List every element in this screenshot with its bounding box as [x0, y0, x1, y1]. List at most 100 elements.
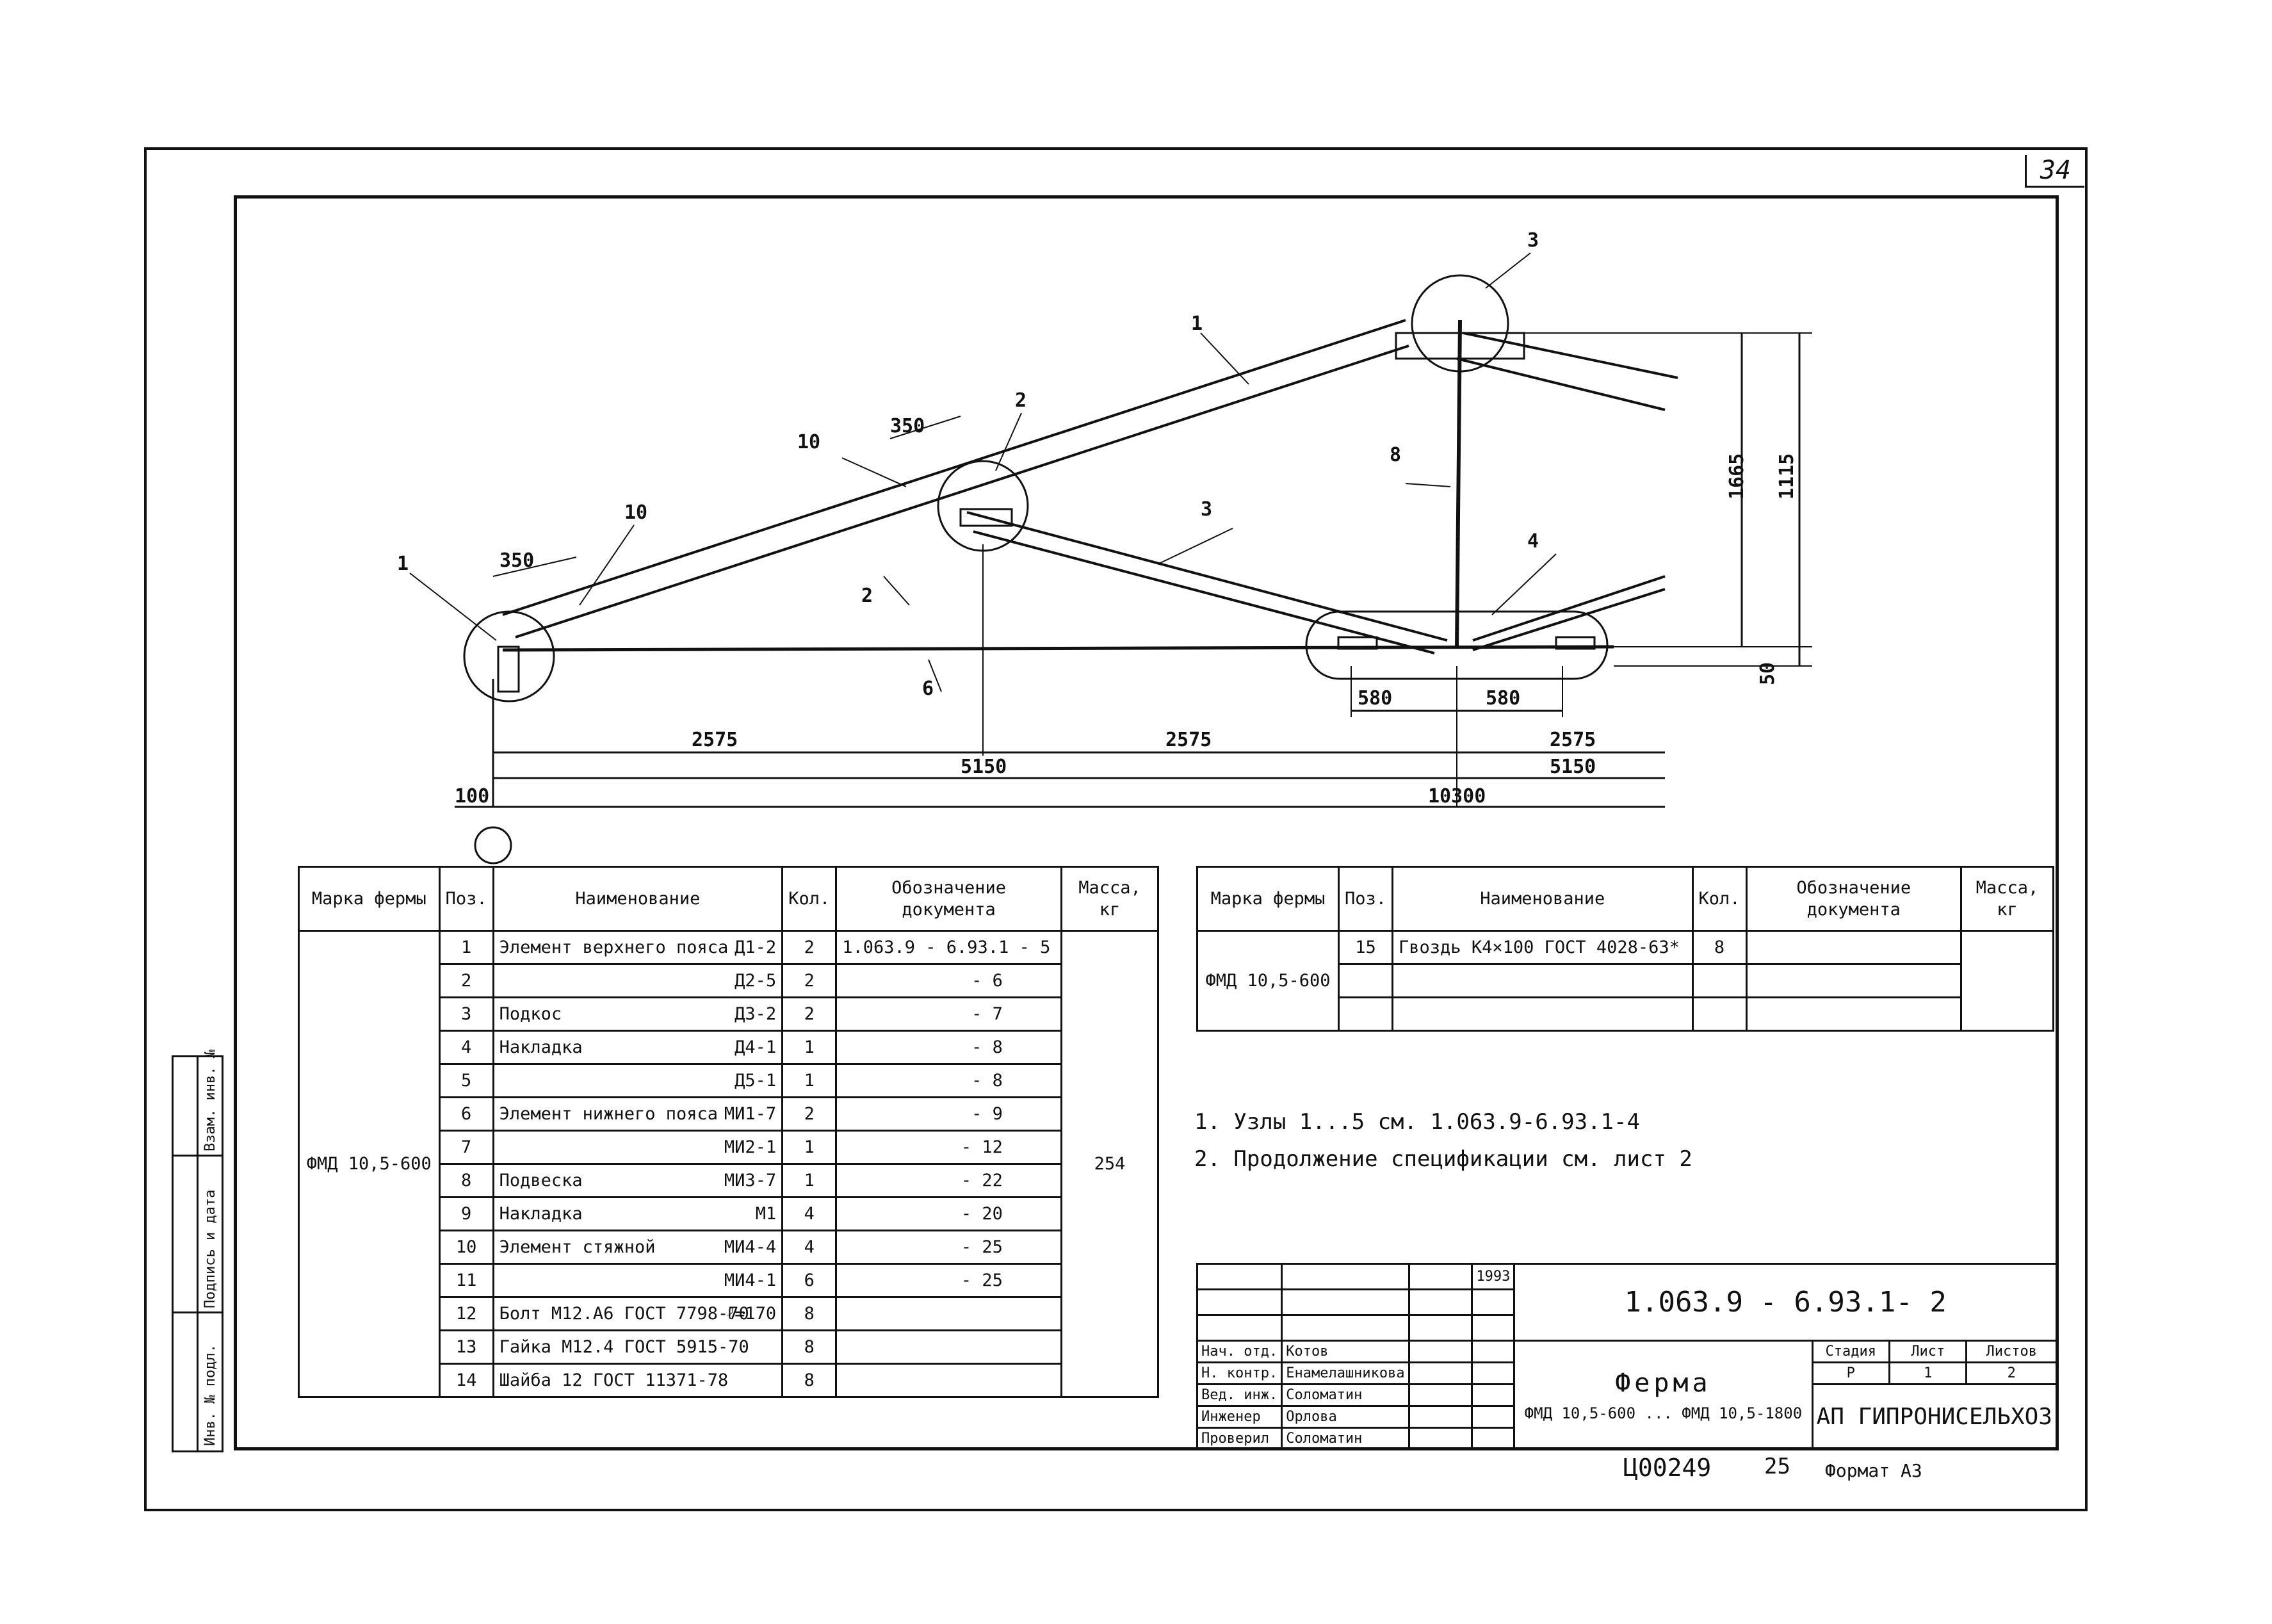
note-1: 1. Узлы 1...5 см. 1.063.9-6.93.1-4	[1194, 1109, 1640, 1135]
row-doc: - 22	[835, 1163, 1062, 1198]
sheet-header: Лист	[1888, 1340, 1968, 1363]
row-doc	[835, 1363, 1062, 1398]
format-label: Формат А3	[1825, 1460, 1922, 1481]
row-doc: - 8	[835, 1063, 1062, 1098]
dim-350-right: 350	[890, 415, 925, 437]
row-qty: 1	[781, 1163, 838, 1198]
row-name: МИ3-7 Подвеска	[492, 1163, 784, 1198]
staff-role: Инженер	[1196, 1405, 1283, 1429]
organization: АП ГИПРОНИСЕЛЬХОЗ	[1811, 1383, 2058, 1450]
col-header-doc: Обозначение документа	[835, 866, 1062, 932]
row-code: МИ4-4	[724, 1237, 777, 1257]
row-qty: 8	[781, 1363, 838, 1398]
row-name: МИ2-1	[492, 1130, 784, 1165]
row-qty: 2	[781, 963, 838, 998]
row-code: МИ4-1	[724, 1271, 777, 1290]
row-doc: - 9	[835, 1096, 1062, 1132]
inner-frame	[234, 195, 2059, 1450]
col-header-doc: Обозначение документа	[1745, 866, 1962, 932]
sheet-value: 1	[1888, 1361, 1968, 1385]
stamp-inv: Инв. № подл.	[202, 1344, 218, 1446]
note-2: 2. Продолжение спецификации см. лист 2	[1194, 1146, 1692, 1172]
top-chord-line	[515, 345, 1409, 638]
row-name: Гвоздь К4×100 ГОСТ 4028-63*	[1392, 930, 1694, 965]
row-pos: 3	[438, 996, 494, 1032]
table-row	[1197, 963, 2054, 998]
col-header-mark: Марка фермы	[1196, 866, 1340, 932]
row-doc: - 6	[835, 963, 1062, 998]
dim-10300: 10300	[1428, 785, 1486, 808]
year: 1993	[1471, 1263, 1516, 1290]
row-doc: - 8	[835, 1030, 1062, 1065]
callout-1: 1	[1191, 313, 1203, 335]
spec-table-extra: Марка фермы Поз. Наименование Кол. Обозн…	[1196, 866, 2055, 1032]
row-pos: 10	[438, 1230, 494, 1265]
col-header-qty: Кол.	[781, 866, 838, 932]
row-qty: 2	[781, 930, 838, 965]
row-mass	[1960, 930, 2055, 1032]
row-name: Д5-1	[492, 1063, 784, 1098]
row-qty: 6	[781, 1263, 838, 1298]
row-name: МИ4-1	[492, 1263, 784, 1298]
row-name: Д2-5	[492, 963, 784, 998]
callout-3: 3	[1201, 498, 1212, 521]
row-code: МИ3-7	[724, 1171, 777, 1190]
row-qty: 2	[781, 996, 838, 1032]
col-header-mass: Масса, кг	[1960, 866, 2055, 932]
truss-mass: 254	[1060, 930, 1160, 1398]
row-qty: 4	[781, 1230, 838, 1265]
stamp-sign: Подпись и дата	[202, 1189, 218, 1308]
sheet-number: 34	[2025, 155, 2084, 188]
row-pos: 11	[438, 1263, 494, 1298]
row-qty: 8	[781, 1296, 838, 1331]
truss-mark: ФМД 10,5-600	[1196, 930, 1340, 1032]
top-chord-line	[502, 319, 1406, 616]
staff-role: Нач. отд.	[1196, 1340, 1283, 1363]
dim-1115: 1115	[1776, 453, 1798, 499]
staff-role: Вед. инж.	[1196, 1383, 1283, 1407]
row-name-text: Подвеска	[499, 1171, 583, 1190]
row-qty: 1	[781, 1030, 838, 1065]
row-qty: 1	[781, 1130, 838, 1165]
row-doc: - 25	[835, 1263, 1062, 1298]
row-name: Шайба 12 ГОСТ 11371-78	[492, 1363, 784, 1398]
sheets-header: Листов	[1965, 1340, 2057, 1363]
staff-name: Орлова	[1281, 1405, 1410, 1429]
row-code: М1	[755, 1204, 777, 1224]
row-code: МИ2-1	[724, 1137, 777, 1157]
row-qty: 4	[781, 1196, 838, 1231]
doc-code: 1.063.9 - 6.93.1- 2	[1513, 1263, 2057, 1342]
col-header-qty: Кол.	[1691, 866, 1748, 932]
row-name-text: Элемент стяжной	[499, 1237, 656, 1257]
row-pos: 9	[438, 1196, 494, 1231]
dim-2575-mid: 2575	[1165, 729, 1212, 751]
callout-8: 8	[1390, 444, 1401, 466]
row-qty: 1	[781, 1063, 838, 1098]
row-name: МИ4-4 Элемент стяжной	[492, 1230, 784, 1265]
row-doc: 1.063.9 - 6.93.1 - 5	[835, 930, 1062, 965]
col-header-mark: Марка фермы	[298, 866, 441, 932]
staff-name: Котов	[1281, 1340, 1410, 1363]
truss-drawing: 2575 2575 2575 5150 5150 10300 100 350 3…	[397, 229, 1812, 865]
dim-2575-right: 2575	[1550, 729, 1596, 751]
staff-name: Енамелашникова	[1281, 1361, 1410, 1385]
row-qty: 8	[1691, 930, 1748, 965]
dim-580-right: 580	[1486, 687, 1520, 710]
row-code: Д3-2	[734, 1004, 777, 1024]
row-pos: 2	[438, 963, 494, 998]
dim-580-left: 580	[1358, 687, 1392, 710]
staff-name: Соломатин	[1281, 1427, 1410, 1450]
